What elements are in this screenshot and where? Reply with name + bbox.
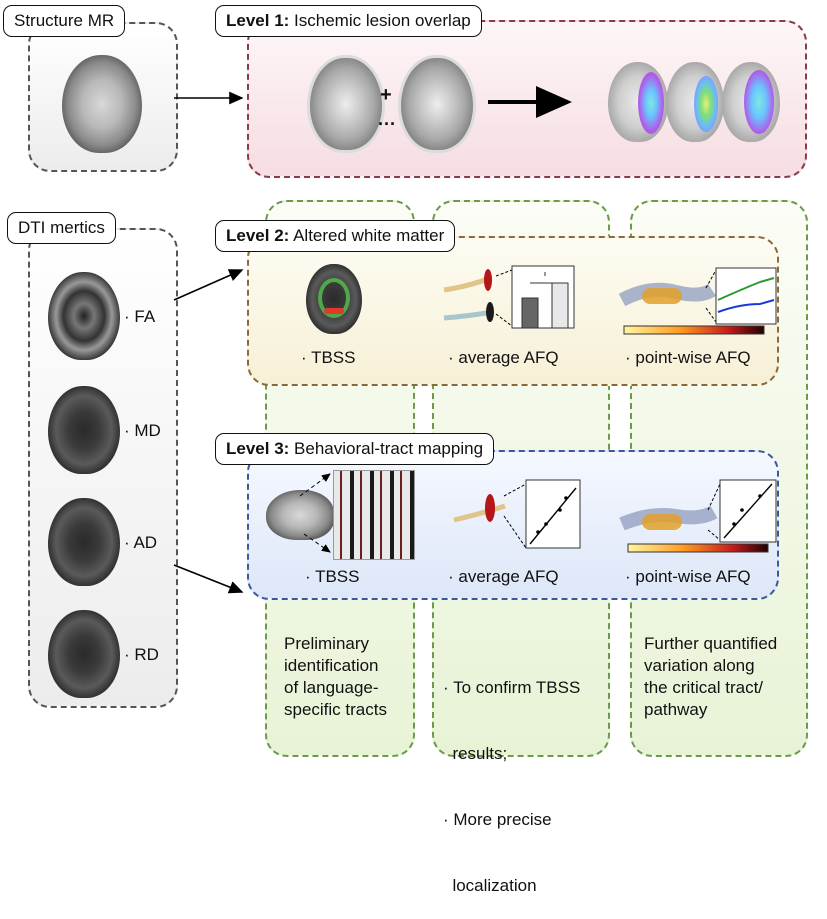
lesion-overlap-brain-2 xyxy=(666,62,724,142)
md-brain-image xyxy=(48,386,120,474)
note-col3-line4: pathway xyxy=(644,700,708,719)
note-col3-line2: variation along xyxy=(644,656,755,675)
level3-average-afq-label: · average AFQ xyxy=(448,567,559,586)
level3-afq-tract xyxy=(453,503,506,523)
level1-plus-sign: + xyxy=(380,84,392,106)
level3-afq-scatter-frame xyxy=(525,479,581,549)
rd-label: · RD xyxy=(124,645,159,664)
level3-tbss-matrix-image xyxy=(333,470,415,560)
structure-mr-tag: Structure MR xyxy=(3,5,126,37)
level2-afq-marker-dark xyxy=(486,302,494,322)
level3-colorbar xyxy=(627,543,769,553)
level2-afq-bar-light xyxy=(551,282,569,329)
dti-metrics-label: DTI mertics xyxy=(18,218,105,237)
lesion-overlap-brain-1 xyxy=(608,62,668,142)
structure-mr-label: Structure MR xyxy=(14,11,115,30)
diagram-graphics xyxy=(173,86,777,594)
lesion-overlap-brain-3 xyxy=(722,62,780,142)
level2-afq-tract-upper xyxy=(443,275,491,293)
note-column-average-afq: · To confirm TBSS results; · More precis… xyxy=(443,633,580,919)
dti-metrics-tag: DTI mertics xyxy=(7,212,116,244)
note-col1-line3: of language- xyxy=(284,678,379,697)
note-column-pointwise-afq: Further quantified variation along the c… xyxy=(644,633,777,721)
level2-prefix: Level 2: xyxy=(226,226,290,245)
note-col3-line1: Further quantified xyxy=(644,634,778,653)
level2-pointwise-line-blue xyxy=(717,299,775,313)
structure-mr-brain-image xyxy=(62,55,142,153)
level3-title: Behavioral-tract mapping xyxy=(289,439,484,458)
note-col1-line4: specific tracts xyxy=(284,700,387,719)
ad-brain-image xyxy=(48,498,120,586)
level1-title: Ischemic lesion overlap xyxy=(289,11,471,30)
ad-label: · AD xyxy=(124,533,158,552)
level3-tag: Level 3: Behavioral-tract mapping xyxy=(215,433,495,465)
level2-afq-tract-lower xyxy=(443,309,493,321)
level2-colorbar xyxy=(623,325,765,335)
level3-prefix: Level 3: xyxy=(226,439,290,458)
fa-label: · FA xyxy=(124,307,156,326)
level2-afq-marker-red xyxy=(484,269,492,291)
level3-tbss-label: · TBSS xyxy=(305,567,360,586)
level3-pointwise-afq-label: · point-wise AFQ xyxy=(625,567,751,586)
note-col2-line3: · More precise xyxy=(443,810,552,829)
level2-pointwise-afq-label: · point-wise AFQ xyxy=(625,348,751,367)
note-col3-line3: the critical tract/ xyxy=(644,678,764,697)
level2-pointwise-line-green xyxy=(717,277,775,301)
level1-ellipsis: ··· xyxy=(378,114,396,134)
note-col2-line1: · To confirm TBSS xyxy=(443,678,581,697)
note-col1-line1: Preliminary xyxy=(284,634,370,653)
note-column-tbss: Preliminary identification of language- … xyxy=(284,633,387,721)
level1-mri-brain-2 xyxy=(398,55,476,153)
level2-average-afq-label: · average AFQ xyxy=(448,348,559,367)
arrow-ad-to-level3 xyxy=(173,564,244,594)
level2-tbss-label: · TBSS xyxy=(301,348,356,367)
rd-brain-image xyxy=(48,610,120,698)
level1-tag: Level 1: Ischemic lesion overlap xyxy=(215,5,482,37)
level2-afq-bar-dark xyxy=(521,297,539,329)
note-col1-line2: identification xyxy=(284,656,379,675)
level3-afq-marker-red xyxy=(485,494,495,522)
fa-brain-image xyxy=(48,272,120,360)
level1-mri-brain-1 xyxy=(307,55,385,153)
level1-prefix: Level 1: xyxy=(226,11,290,30)
level2-tbss-brain-image xyxy=(306,264,362,334)
note-col2-line4: localization xyxy=(443,876,537,895)
arrow-fa-to-level2 xyxy=(173,269,244,301)
level3-pointwise-regression-line xyxy=(723,483,773,539)
level3-afq-regression-line xyxy=(529,487,577,545)
level2-tag: Level 2: Altered white matter xyxy=(215,220,456,252)
note-col2-line2: results; xyxy=(443,744,508,763)
level2-title: Altered white matter xyxy=(289,226,445,245)
level3-sagittal-brain-image xyxy=(266,490,334,540)
md-label: · MD xyxy=(124,421,161,440)
